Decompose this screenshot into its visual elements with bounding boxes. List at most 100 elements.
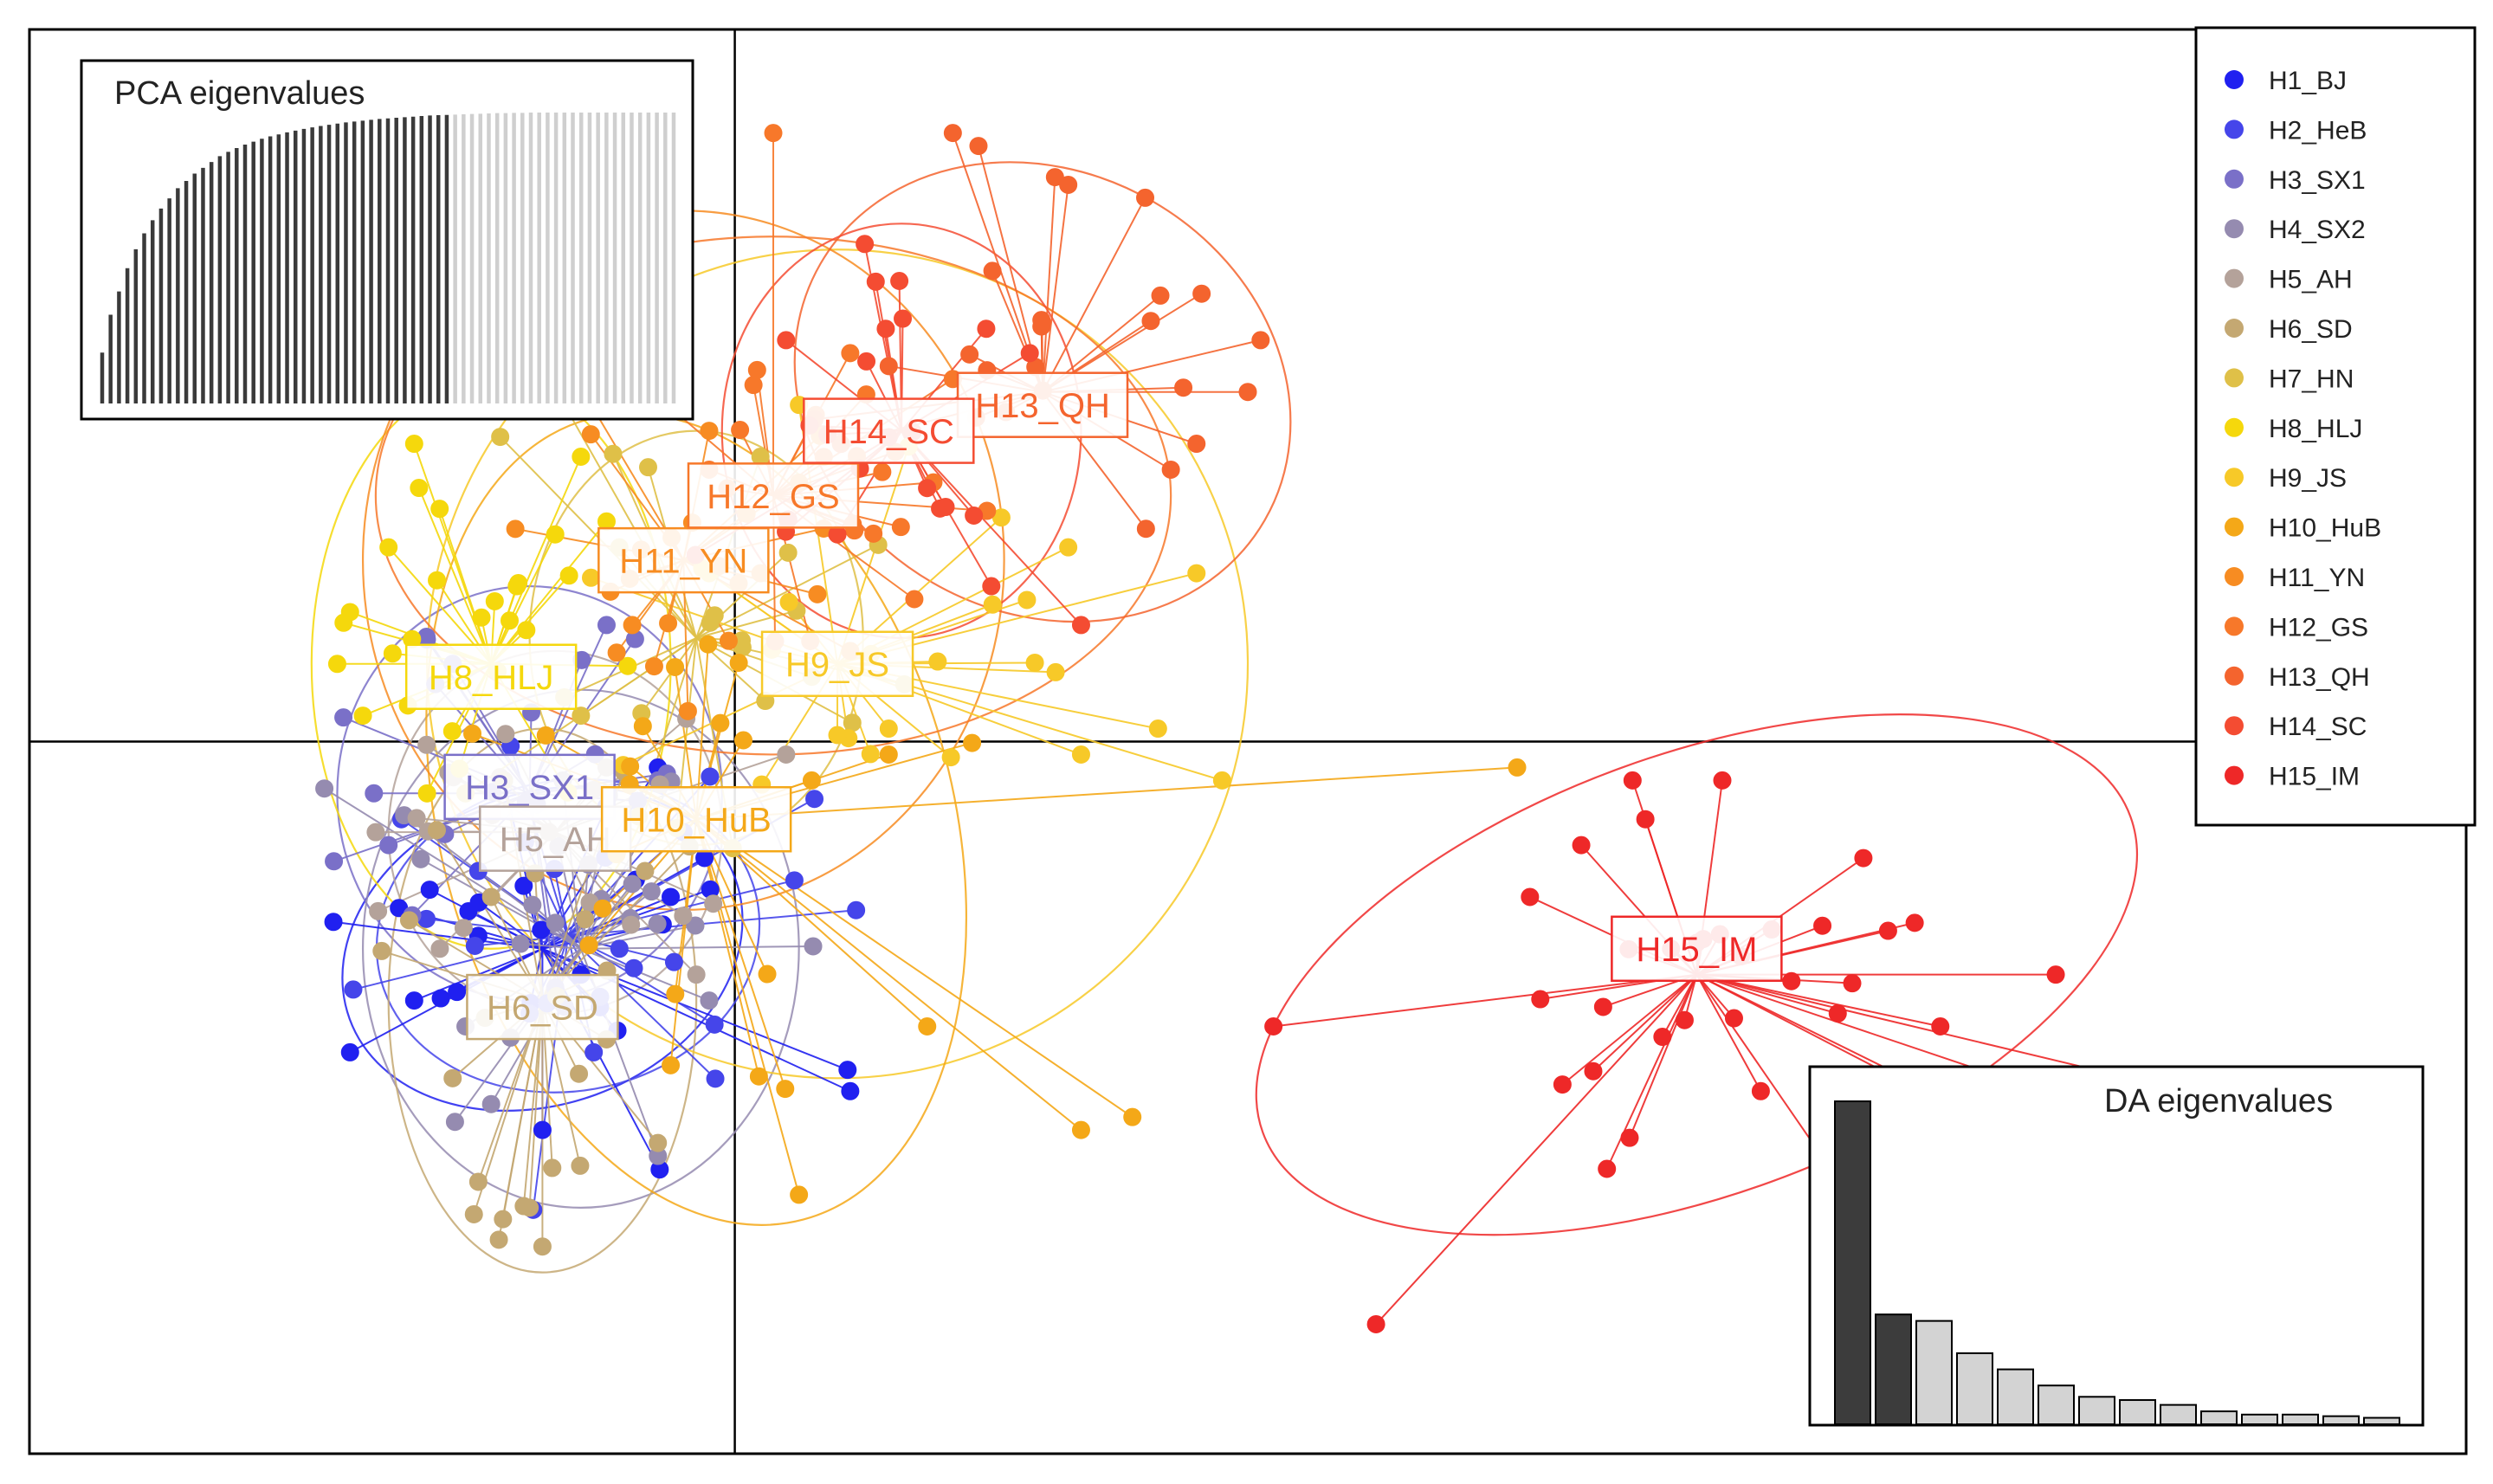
data-point — [365, 784, 384, 803]
data-point — [593, 899, 612, 918]
group-label: H9_JS — [760, 630, 914, 698]
data-point — [861, 745, 880, 764]
da-eigenvalue-bar — [2363, 1416, 2400, 1426]
legend-marker — [2225, 616, 2244, 636]
data-point — [1905, 913, 1924, 932]
spoke-line — [695, 818, 786, 1089]
data-point — [777, 745, 796, 764]
data-point — [1017, 590, 1037, 610]
data-point — [1151, 286, 1170, 305]
data-point — [536, 726, 555, 745]
data-point — [1071, 1120, 1090, 1139]
group-label-text: H11_YN — [619, 543, 747, 581]
data-point — [404, 991, 423, 1010]
legend-marker — [2225, 169, 2244, 189]
data-point — [638, 458, 657, 477]
spoke-line — [1042, 197, 1146, 393]
data-point — [624, 958, 643, 978]
data-point — [511, 934, 530, 953]
data-point — [572, 448, 591, 466]
data-point — [804, 937, 823, 956]
spoke-line — [696, 766, 1518, 821]
spoke-line — [542, 947, 849, 1071]
data-point — [464, 1204, 483, 1223]
data-point — [443, 1068, 462, 1087]
data-point — [802, 771, 821, 790]
legend-label: H5_AH — [2269, 266, 2353, 294]
data-point — [857, 352, 876, 371]
data-point — [963, 733, 982, 752]
da-eigenvalue-bar — [2241, 1413, 2278, 1426]
data-point — [1238, 383, 1257, 402]
data-point — [744, 376, 763, 395]
data-point — [686, 916, 705, 935]
data-point — [1123, 1107, 1142, 1126]
data-point — [838, 1061, 857, 1080]
data-point — [785, 871, 804, 890]
group-label-text: H5_AH — [500, 821, 611, 859]
data-point — [843, 713, 862, 732]
spoke-line — [1592, 973, 1698, 1072]
group-label: H8_HLJ — [404, 643, 578, 710]
data-point — [1508, 758, 1527, 777]
legend-label: H7_HN — [2269, 365, 2354, 393]
data-point — [559, 566, 578, 585]
data-point — [315, 779, 334, 798]
data-point — [943, 124, 962, 143]
da-eigenvalue-bar — [2119, 1399, 2156, 1426]
data-point — [454, 919, 473, 938]
da-eigenvalue-bar — [2038, 1384, 2075, 1425]
data-point — [584, 1042, 604, 1061]
data-point — [747, 360, 766, 379]
legend-label: H13_QH — [2269, 663, 2370, 692]
group-label: H10_HuB — [600, 785, 792, 853]
legend: H1_BJH2_HeBH3_SX1H4_SX2H5_AHH6_SDH7_HNH8… — [2194, 26, 2477, 827]
spoke-line — [1695, 974, 1735, 1019]
legend-label: H10_HuB — [2269, 514, 2381, 543]
data-point — [779, 592, 798, 611]
data-point — [399, 911, 418, 930]
data-point — [778, 543, 798, 562]
legend-marker — [2225, 319, 2244, 338]
data-point — [701, 613, 720, 632]
group-label-box — [597, 526, 770, 594]
pca-eigenvalues-inset: PCA eigenvalues — [80, 59, 694, 421]
group-label-box — [600, 785, 792, 853]
legend-label: H14_SC — [2269, 713, 2367, 741]
data-point — [1046, 662, 1065, 681]
data-point — [622, 915, 641, 934]
data-point — [404, 435, 423, 454]
data-point — [711, 713, 730, 732]
data-point — [879, 745, 898, 764]
data-point — [334, 613, 353, 632]
data-point — [334, 708, 353, 727]
group-label: H6_SD — [466, 973, 619, 1041]
data-point — [1174, 378, 1193, 397]
data-point — [571, 1156, 590, 1175]
data-point — [445, 1113, 464, 1132]
data-point — [509, 573, 528, 592]
spoke-line — [417, 487, 493, 665]
data-point — [983, 261, 1002, 281]
data-point — [1553, 1075, 1572, 1094]
data-point — [1148, 719, 1167, 739]
data-point — [936, 498, 955, 517]
data-point — [856, 235, 875, 254]
data-point — [481, 1094, 501, 1113]
data-point — [420, 881, 439, 900]
legend-marker — [2225, 468, 2244, 487]
data-point — [701, 767, 720, 786]
data-point — [776, 1080, 795, 1099]
legend-label: H2_HeB — [2269, 116, 2367, 145]
da-inset-title: DA eigenvalues — [2104, 1083, 2333, 1119]
data-point — [1251, 331, 1270, 350]
data-point — [442, 722, 462, 741]
data-point — [1620, 1128, 1639, 1147]
data-point — [764, 124, 783, 143]
data-point — [572, 707, 591, 726]
data-point — [428, 571, 447, 590]
data-point — [879, 719, 898, 739]
data-point — [430, 939, 449, 958]
